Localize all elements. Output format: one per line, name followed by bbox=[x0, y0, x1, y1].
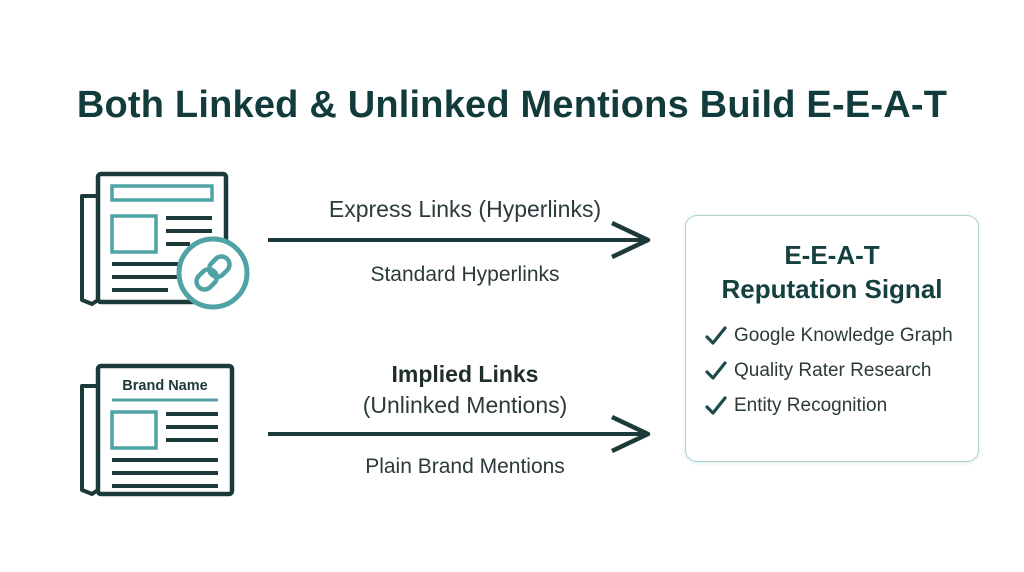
check-list-item: Google Knowledge Graph bbox=[704, 323, 953, 349]
brand-name-masthead: Brand Name bbox=[122, 378, 207, 394]
unlinked-mentions-label: (Unlinked Mentions) bbox=[362, 392, 568, 418]
check-list-item: Entity Recognition bbox=[704, 393, 887, 419]
card-title-line2: Reputation Signal bbox=[721, 274, 943, 304]
diagram-title: Both Linked & Unlinked Mentions Build E-… bbox=[76, 84, 948, 126]
newspaper-with-link-icon bbox=[80, 171, 250, 310]
checkmark-icon bbox=[705, 326, 727, 345]
implied-links-label: Implied Links bbox=[391, 361, 539, 387]
express-links-label: Express Links (Hyperlinks) bbox=[328, 196, 602, 222]
plain-brand-mentions-label: Plain Brand Mentions bbox=[365, 455, 565, 478]
check-list-item: Quality Rater Research bbox=[704, 358, 931, 384]
check-item-label: Google Knowledge Graph bbox=[734, 325, 953, 346]
card-title-line1: E-E-A-T bbox=[784, 240, 880, 270]
check-item-label: Quality Rater Research bbox=[734, 360, 932, 381]
standard-hyperlinks-label: Standard Hyperlinks bbox=[370, 263, 560, 286]
checkmark-icon bbox=[705, 396, 727, 415]
eeat-reputation-card: E-E-A-T Reputation Signal Google Knowled… bbox=[685, 215, 979, 462]
arrow-right-icon bbox=[268, 220, 651, 260]
check-item-label: Entity Recognition bbox=[734, 395, 888, 416]
arrow-right-icon bbox=[268, 414, 651, 454]
checkmark-icon bbox=[705, 361, 727, 380]
newspaper-brand-name-icon: Brand Name bbox=[80, 363, 235, 497]
